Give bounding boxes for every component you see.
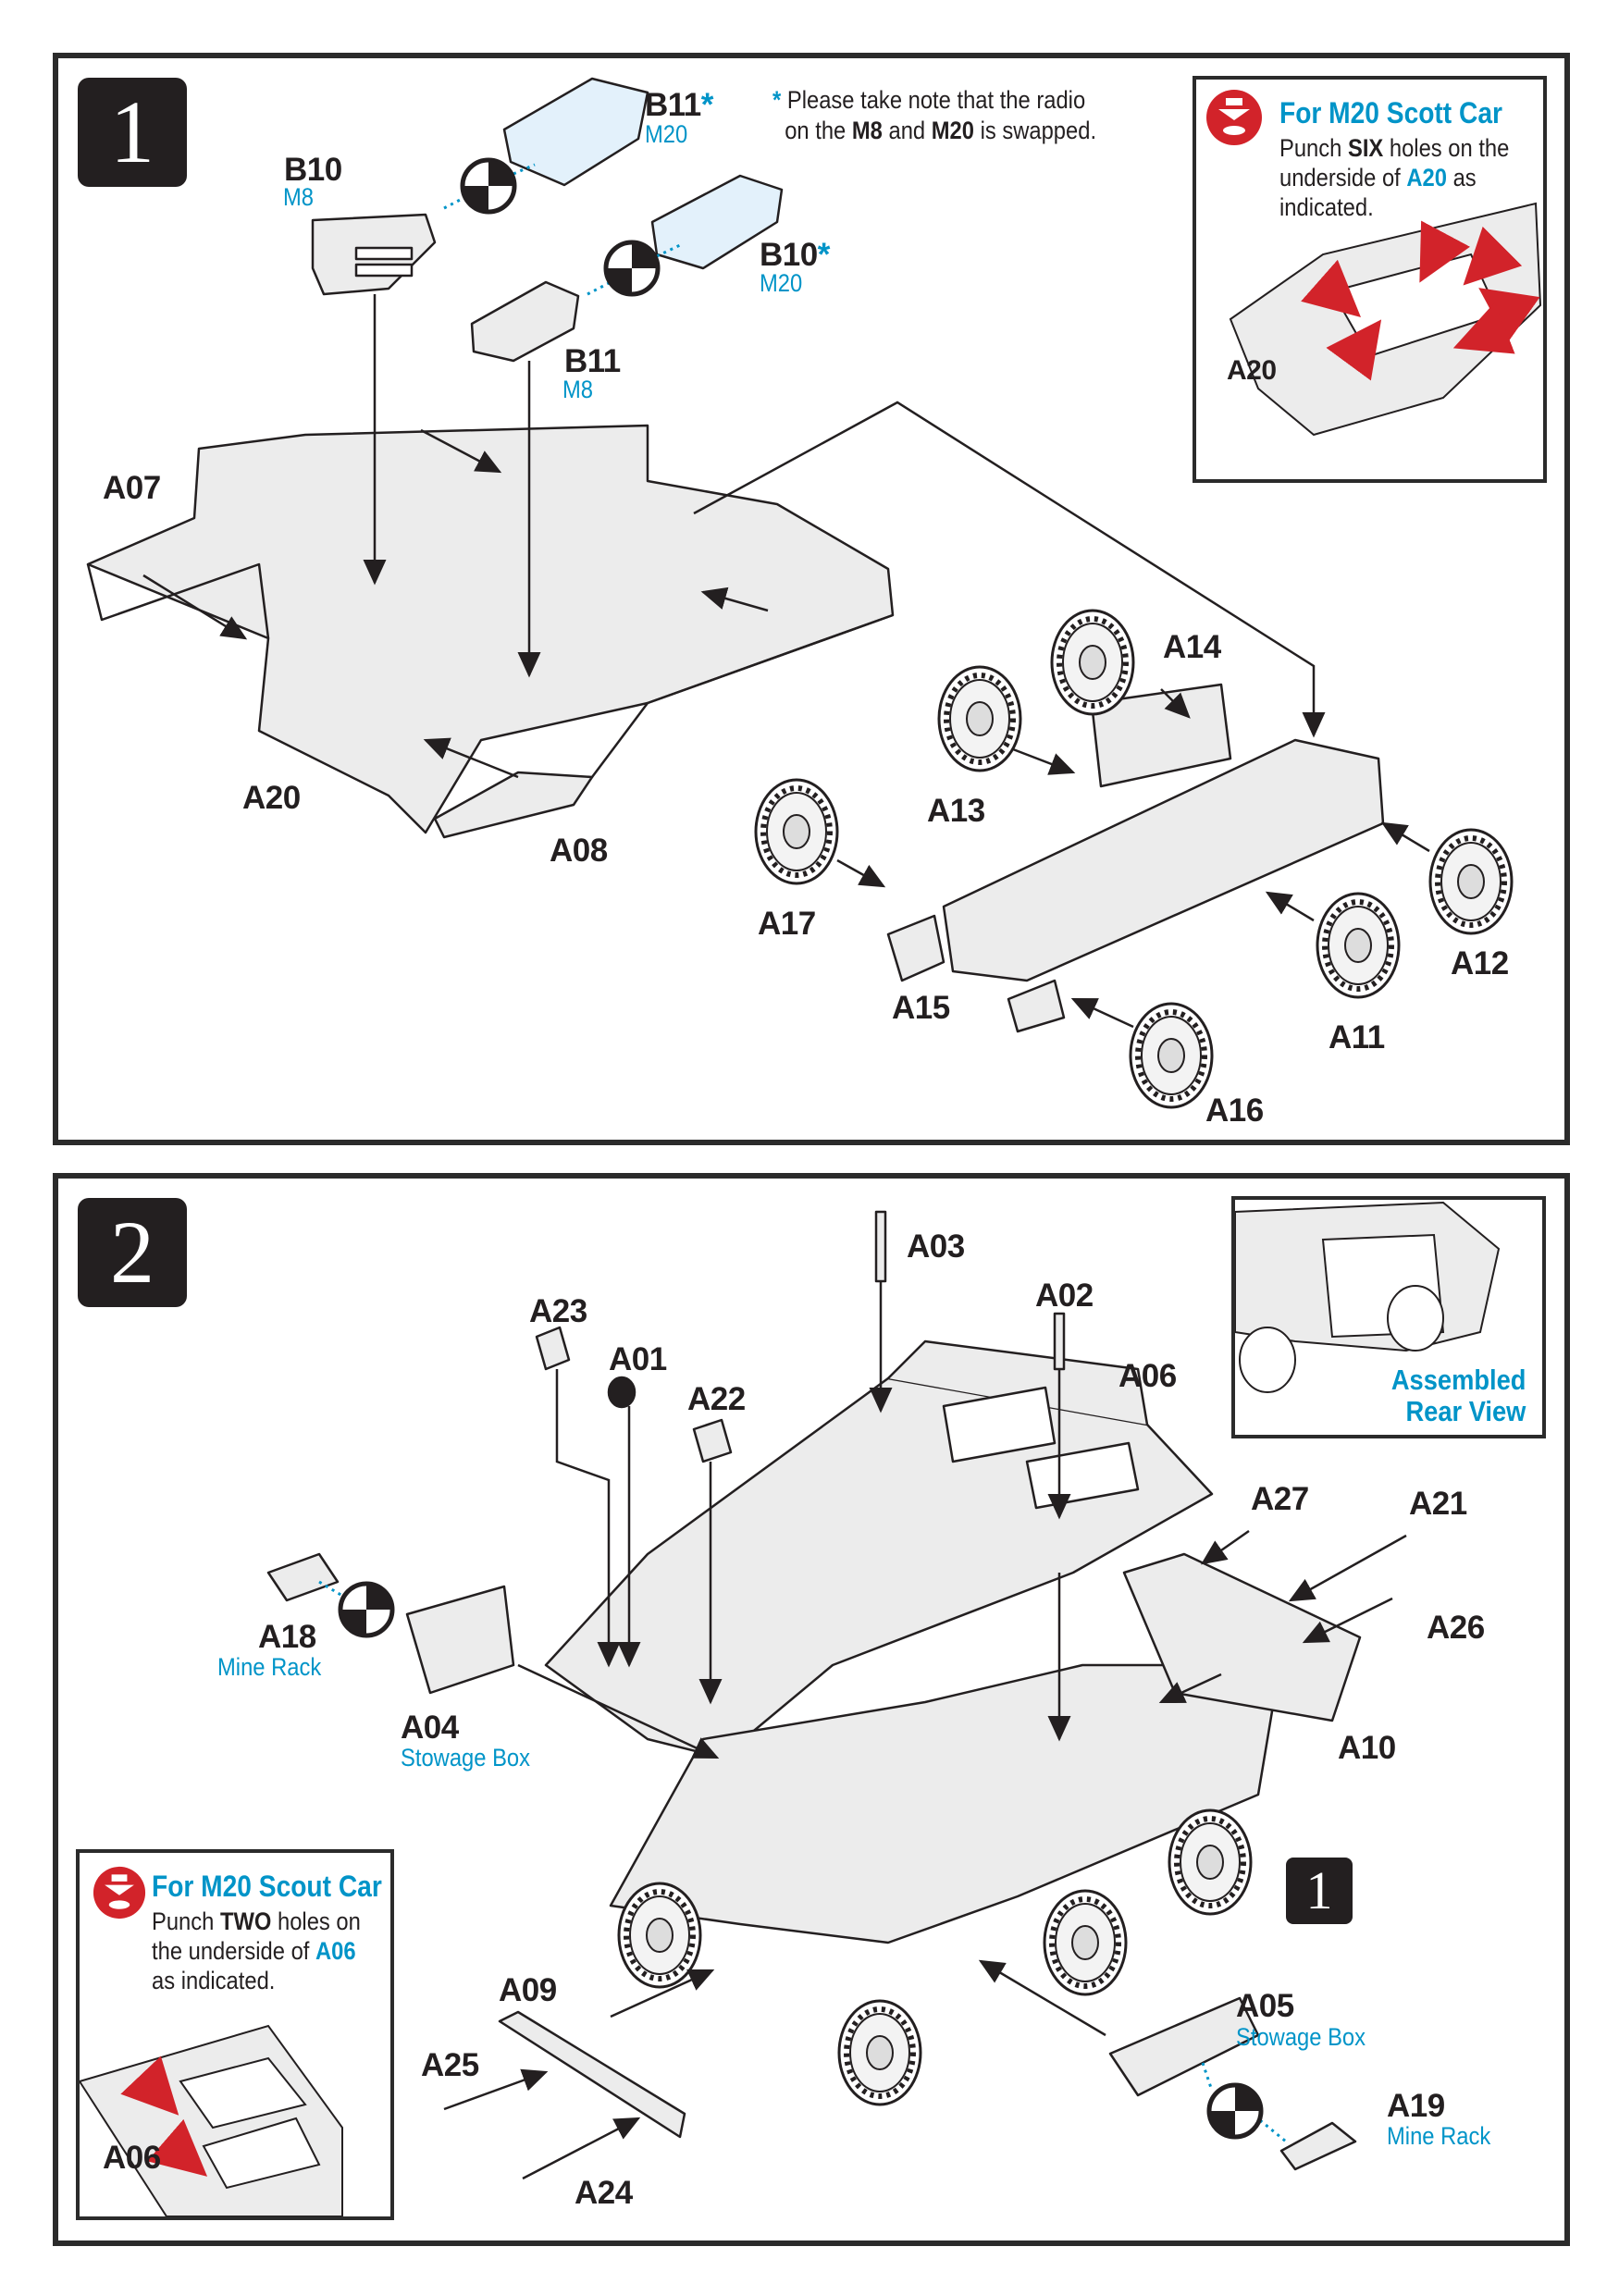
part-label: A23 <box>529 1293 587 1329</box>
part-label: B10* <box>760 237 830 273</box>
inset-title: For M20 Scott Car <box>1279 96 1502 130</box>
part-label: A13 <box>927 793 985 829</box>
part-label: A01 <box>609 1341 667 1377</box>
part-a10 <box>1122 1552 1362 1722</box>
part-a23 <box>535 1326 571 1371</box>
part-label: A27 <box>1251 1481 1309 1517</box>
part-label: A12 <box>1451 945 1509 981</box>
part-label: A06 <box>103 2140 161 2176</box>
part-a04 <box>405 1585 515 1695</box>
part-label: A17 <box>758 906 816 942</box>
part-label: A14 <box>1163 629 1221 665</box>
inset-title: For M20 Scout Car <box>152 1870 382 1903</box>
part-label: A03 <box>907 1228 965 1265</box>
m20-punch-inset: For M20 Scout Car Punch TWO holes on the… <box>76 1849 394 2220</box>
part-label: A06 <box>1118 1358 1177 1394</box>
m20-punch-inset: For M20 Scott Car Punch SIX holes on the… <box>1193 76 1547 483</box>
step-number: 1 <box>78 78 187 187</box>
assembled-rear-view-drawing <box>1234 1201 1501 1393</box>
part-sublabel: M8 <box>562 376 594 403</box>
part-label: A24 <box>575 2175 633 2211</box>
part-label: A11 <box>1329 1019 1385 1055</box>
part-a19 <box>1279 2121 1357 2171</box>
part-sublabel: M20 <box>760 269 803 297</box>
step-1-panel <box>53 53 1570 1145</box>
part-b11-m20 <box>502 77 649 187</box>
part-label: A15 <box>892 990 950 1026</box>
punch-hole-icon <box>93 1866 146 1920</box>
part-label: A19 <box>1387 2088 1445 2124</box>
part-a05 <box>1108 1996 1260 2097</box>
part-label: A09 <box>499 1972 557 2008</box>
part-label: A20 <box>242 780 301 816</box>
part-sublabel: M20 <box>645 120 688 148</box>
part-label: A26 <box>1427 1610 1485 1646</box>
part-label: B11* <box>645 87 713 123</box>
part-label: A10 <box>1338 1730 1396 1766</box>
part-sublabel: M8 <box>283 183 315 211</box>
part-label: A07 <box>103 470 161 506</box>
radio-swap-note: * Please take note that the radio on the… <box>772 86 1097 144</box>
part-a08 <box>433 771 594 839</box>
part-label: A18 <box>258 1619 316 1655</box>
step-number: 2 <box>78 1198 187 1307</box>
part-sublabel: Mine Rack <box>1387 2122 1491 2150</box>
part-b11-m8 <box>470 280 580 363</box>
part-label: A25 <box>421 2047 479 2083</box>
part-b10-m20 <box>650 174 784 270</box>
part-label: A08 <box>550 833 608 869</box>
inset-text: Punch TWO holes on the underside of A06 … <box>152 1907 361 1994</box>
part-a22 <box>692 1418 733 1463</box>
step-2-panel <box>53 1173 1570 2246</box>
part-label: A02 <box>1035 1278 1094 1314</box>
part-sublabel: Stowage Box <box>1236 2023 1366 2051</box>
part-a09 <box>498 2010 686 2139</box>
part-label: A22 <box>687 1381 746 1417</box>
part-a01 <box>607 1376 636 1409</box>
part-label: B11 <box>564 343 621 379</box>
part-label: B10 <box>284 152 342 188</box>
part-label: A21 <box>1409 1486 1467 1522</box>
part-a18 <box>266 1552 340 1602</box>
part-label: A04 <box>401 1710 459 1746</box>
punch-hole-icon <box>1206 90 1262 145</box>
part-label: A20 <box>1227 355 1277 386</box>
step-reference-badge: 1 <box>1286 1858 1353 1924</box>
part-sublabel: Stowage Box <box>401 1744 531 1771</box>
hull-a20 <box>86 424 895 834</box>
part-label: A16 <box>1205 1092 1264 1129</box>
part-b10-m8 <box>311 213 437 296</box>
inset-text: Punch SIX holes on the underside of A20 … <box>1279 134 1510 221</box>
part-label: A05 <box>1236 1988 1294 2024</box>
part-sublabel: Mine Rack <box>217 1653 322 1681</box>
